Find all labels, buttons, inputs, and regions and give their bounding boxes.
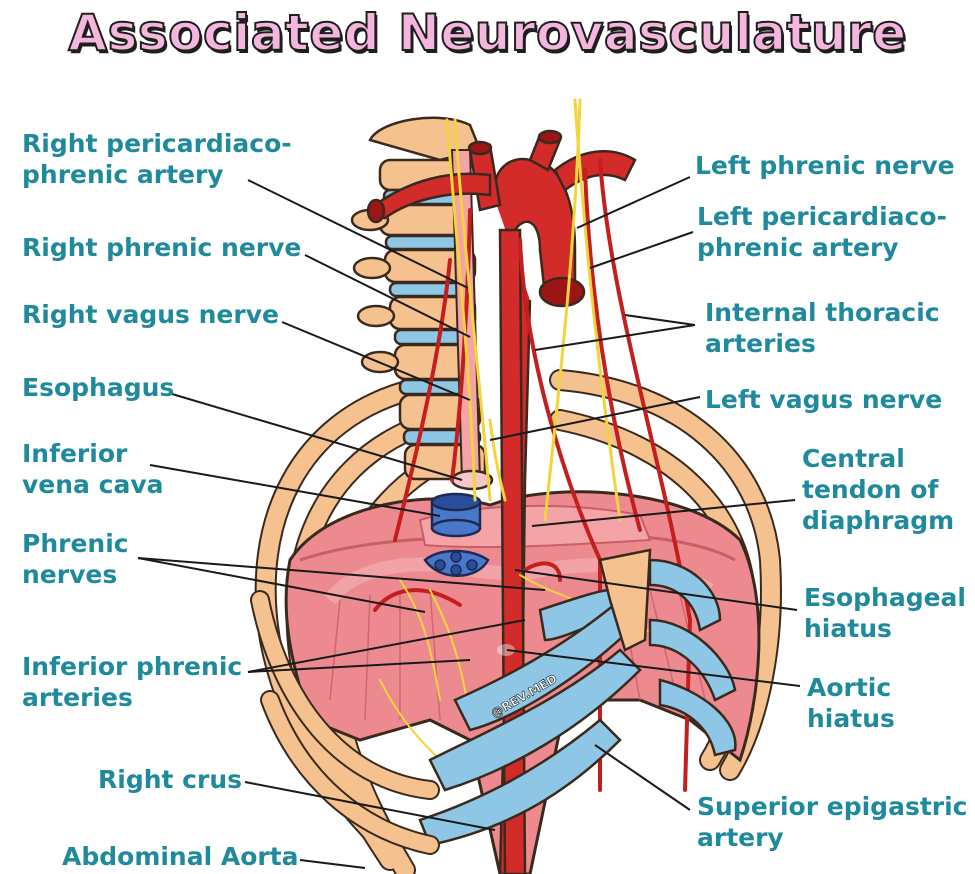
page-title: Associated Neurovasculature bbox=[67, 3, 907, 63]
costal-cartilage bbox=[418, 548, 737, 847]
label-left-pericardiacophrenic-artery: Left pericardiaco-phrenic artery bbox=[697, 202, 947, 262]
leader-lines bbox=[137, 176, 801, 869]
label-left-vagus-nerve: Left vagus nerve bbox=[705, 385, 943, 414]
label-esophagus: Esophagus bbox=[22, 373, 175, 402]
label-right-pericardiacophrenic-artery: Right pericardiaco-phrenic artery bbox=[22, 129, 292, 189]
label-abdominal-aorta: Abdominal Aorta bbox=[62, 842, 299, 871]
label-right-phrenic-nerve: Right phrenic nerve bbox=[22, 233, 302, 262]
front-ribs bbox=[250, 590, 440, 855]
inferior-vena-cava bbox=[423, 492, 490, 577]
label-right-crus: Right crus bbox=[98, 765, 242, 794]
label-left-phrenic-nerve: Left phrenic nerve bbox=[695, 151, 955, 180]
label-right-vagus-nerve: Right vagus nerve bbox=[22, 300, 279, 329]
